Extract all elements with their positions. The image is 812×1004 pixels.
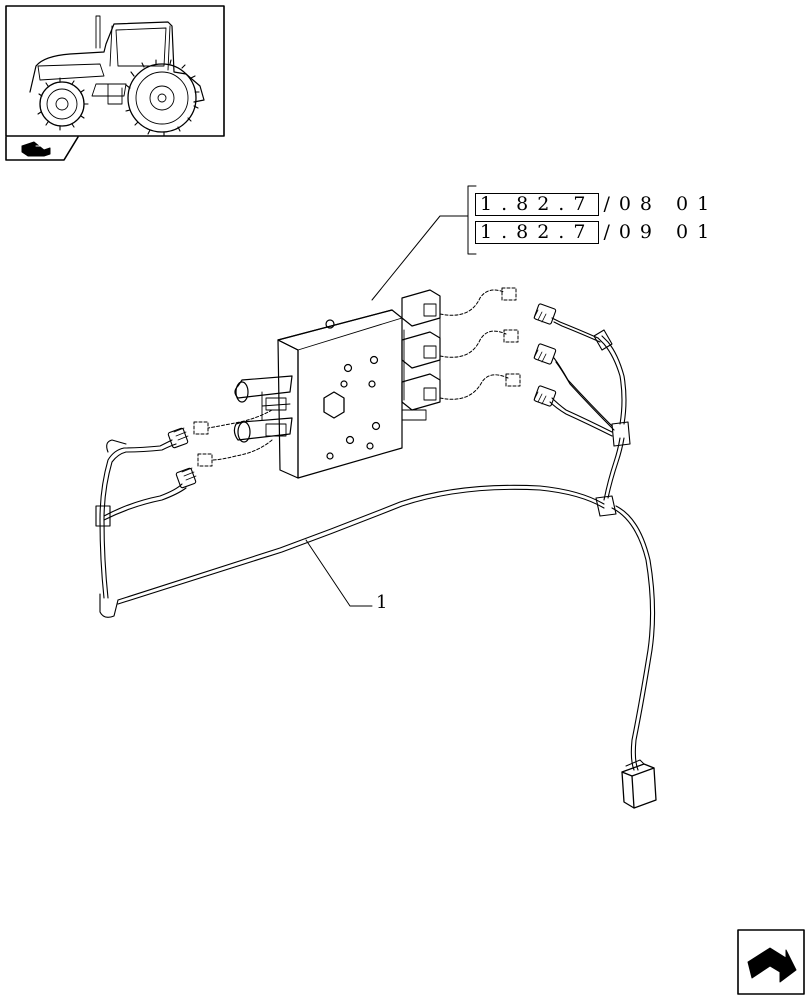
reference-suffix: /09 01 (603, 221, 719, 243)
valve-block (233, 289, 441, 479)
reference-leader (371, 185, 477, 301)
reference-row-2[interactable]: 1.82.7/09 01 (475, 221, 718, 245)
reference-code-box[interactable]: 1.82.7 (475, 193, 600, 216)
callout-label-1: 1 (376, 592, 388, 613)
next-page-arrow-icon[interactable] (737, 929, 805, 995)
reference-row-1[interactable]: 1.82.7/08 01 (475, 193, 718, 217)
section-marker-icon[interactable] (5, 136, 79, 161)
tractor-thumbnail-icon[interactable] (5, 5, 225, 137)
reference-suffix: /08 01 (603, 193, 719, 215)
reference-code-box[interactable]: 1.82.7 (475, 221, 600, 244)
harness-terminal-plug (621, 759, 657, 809)
callout-leader-1 (305, 539, 373, 607)
wiring-harness (95, 303, 657, 809)
solenoid-connectors (193, 287, 521, 467)
